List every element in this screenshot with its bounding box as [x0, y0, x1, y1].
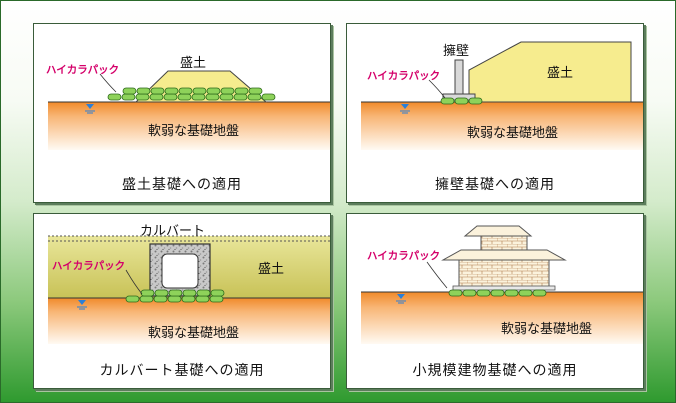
soft-ground-layer — [361, 292, 643, 344]
geocell-block — [468, 97, 483, 105]
geocell-block — [121, 93, 136, 101]
geocell-block — [136, 87, 151, 95]
soft-ground-layer — [361, 102, 643, 150]
water-level-icon — [77, 300, 87, 310]
panel-retaining-wall-foundation: ハイカラパック 擁壁 盛土 軟弱な基礎地盤 擁壁基礎への適用 — [346, 23, 644, 203]
geocell-block — [154, 289, 169, 297]
product-label: ハイカラパック — [52, 260, 126, 272]
geocell-block — [107, 93, 122, 101]
geocell-block — [209, 295, 224, 303]
water-level-icon — [400, 104, 410, 114]
ground-label: 軟弱な基礎地盤 — [467, 126, 559, 141]
panel-caption: 盛土基礎への適用 — [122, 177, 242, 193]
geocell-block — [181, 295, 196, 303]
geocell-block — [164, 87, 179, 95]
panel-embankment-foundation: ハイカラパック 盛土 軟弱な基礎地盤 盛土基礎への適用 — [33, 23, 331, 203]
geocell-block — [532, 289, 547, 297]
geocell-block — [135, 93, 150, 101]
geocell-block — [177, 93, 192, 101]
geocell-block — [233, 93, 248, 101]
geocell-block — [125, 295, 140, 303]
geocell-block — [205, 93, 220, 101]
geocell-block — [122, 87, 137, 95]
fill-label: 盛土 — [180, 56, 207, 71]
geocell-block — [454, 97, 469, 105]
water-level-icon — [85, 104, 95, 114]
product-label: ハイカラパック — [46, 64, 120, 76]
ground-label: 軟弱な基礎地盤 — [148, 124, 240, 139]
geocell-block — [167, 295, 182, 303]
geocell-blocks — [448, 289, 547, 297]
geocell-block — [140, 289, 155, 297]
panel-caption: カルバート基礎への適用 — [99, 363, 265, 379]
geocell-block — [195, 295, 210, 303]
geocell-block — [182, 289, 197, 297]
geocell-block — [139, 295, 154, 303]
geocell-blocks — [107, 87, 276, 101]
geocell-blocks — [440, 97, 483, 105]
geocell-block — [504, 289, 519, 297]
water-level-icon — [396, 294, 406, 304]
backfill-mound — [468, 41, 632, 103]
geocell-block — [462, 289, 477, 297]
ground-label: 軟弱な基礎地盤 — [148, 326, 240, 341]
panel-small-building-foundation: ハイカラパック 軟弱な基礎地盤 小規模建物基礎への適用 — [346, 213, 644, 389]
geocell-block — [192, 87, 207, 95]
geocell-blocks — [125, 289, 225, 303]
geocell-block — [163, 93, 178, 101]
culvert-box — [149, 243, 211, 297]
panel-caption: 擁壁基礎への適用 — [435, 177, 555, 193]
geocell-block — [191, 93, 206, 101]
geocell-block — [261, 93, 276, 101]
geocell-block — [448, 289, 463, 297]
geocell-block — [149, 93, 164, 101]
geocell-block — [210, 289, 225, 297]
wall-label: 擁壁 — [443, 44, 470, 59]
geocell-block — [518, 289, 533, 297]
geocell-block — [206, 87, 221, 95]
geocell-block — [150, 87, 165, 95]
soft-ground-layer — [48, 102, 330, 150]
geocell-block — [247, 93, 262, 101]
geocell-block — [153, 295, 168, 303]
geocell-block — [220, 87, 235, 95]
geocell-block — [234, 87, 249, 95]
fill-label: 盛土 — [258, 262, 285, 277]
geocell-block — [168, 289, 183, 297]
geocell-block — [476, 289, 491, 297]
fill-label: 盛土 — [547, 66, 574, 81]
geocell-block — [219, 93, 234, 101]
panel-culvert-foundation: ハイカラパック カルバート 盛土 軟弱な基礎地盤 カルバート基礎への適用 — [33, 213, 331, 389]
soft-ground-layer — [48, 298, 330, 344]
geocell-block — [490, 289, 505, 297]
small-building — [441, 225, 567, 291]
panel-caption: 小規模建物基礎への適用 — [412, 363, 578, 379]
geocell-block — [196, 289, 211, 297]
ground-label: 軟弱な基礎地盤 — [501, 322, 593, 337]
product-label: ハイカラパック — [367, 70, 441, 82]
culvert-label: カルバート — [140, 224, 206, 239]
geocell-block — [248, 87, 263, 95]
geocell-block — [178, 87, 193, 95]
product-label: ハイカラパック — [367, 250, 441, 262]
geocell-block — [440, 97, 455, 105]
